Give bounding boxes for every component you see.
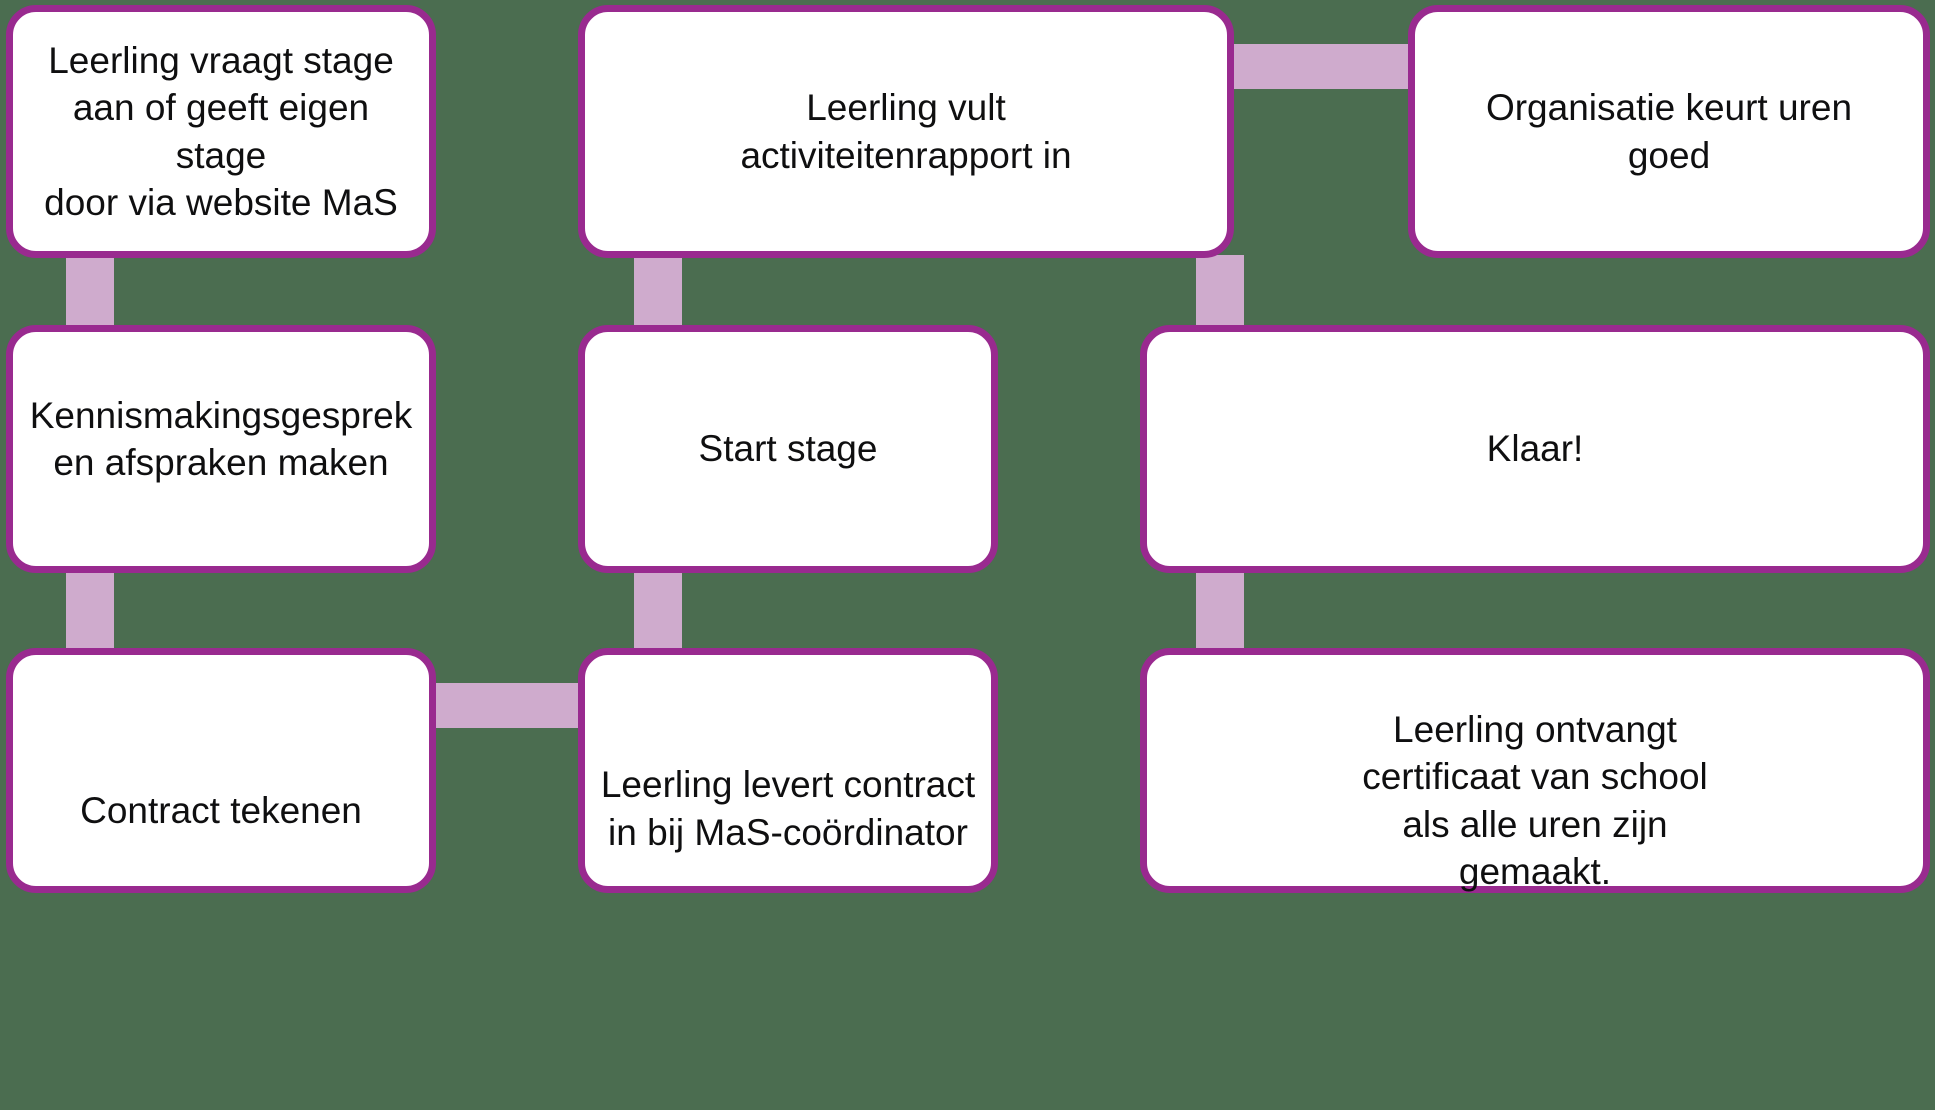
flow-node-inleveren-label: Leerling levert contract in bij MaS-coör… (600, 764, 976, 853)
connector-start-to-rapport (634, 255, 682, 328)
flow-node-klaar-label: Klaar! (1486, 428, 1584, 470)
connector-contract-to-inleveren (436, 683, 582, 728)
connector-aanvraag-to-kennismaking (66, 255, 114, 328)
flow-node-rapport[interactable]: Leerling vult activiteitenrapport in (578, 5, 1234, 258)
flow-node-contract-tekenen-label: Contract tekenen (80, 789, 362, 831)
connector-kennismaking-to-contract (66, 570, 114, 651)
flow-node-inleveren[interactable]: Leerling levert contract in bij MaS-coör… (578, 648, 998, 893)
flow-node-contract-tekenen[interactable]: Contract tekenen (6, 648, 436, 893)
connector-rapport-to-goedkeuren (1230, 44, 1412, 89)
connector-goedkeuren-to-klaar (1196, 255, 1244, 328)
flow-node-start-stage[interactable]: Start stage (578, 325, 998, 573)
flow-node-certificaat-label: Leerling ontvangt certificaat van school… (1362, 708, 1708, 892)
flow-node-aanvraag[interactable]: Leerling vraagt stage aan of geeft eigen… (6, 5, 436, 258)
flow-node-start-stage-label: Start stage (698, 428, 878, 470)
connector-inleveren-to-start (634, 570, 682, 651)
flow-node-kennismaking-label: Kennismakingsgesprek en afspraken maken (29, 394, 413, 483)
flow-node-rapport-label: Leerling vult activiteitenrapport in (740, 87, 1072, 176)
connector-klaar-to-certificaat (1196, 570, 1244, 651)
flow-node-certificaat[interactable]: Leerling ontvangt certificaat van school… (1140, 648, 1930, 893)
flow-node-klaar[interactable]: Klaar! (1140, 325, 1930, 573)
flow-node-goedkeuren-label: Organisatie keurt uren goed (1485, 87, 1853, 176)
flow-node-aanvraag-label: Leerling vraagt stage aan of geeft eigen… (44, 39, 398, 223)
flow-node-kennismaking[interactable]: Kennismakingsgesprek en afspraken maken (6, 325, 436, 573)
flow-node-goedkeuren[interactable]: Organisatie keurt uren goed (1408, 5, 1930, 258)
